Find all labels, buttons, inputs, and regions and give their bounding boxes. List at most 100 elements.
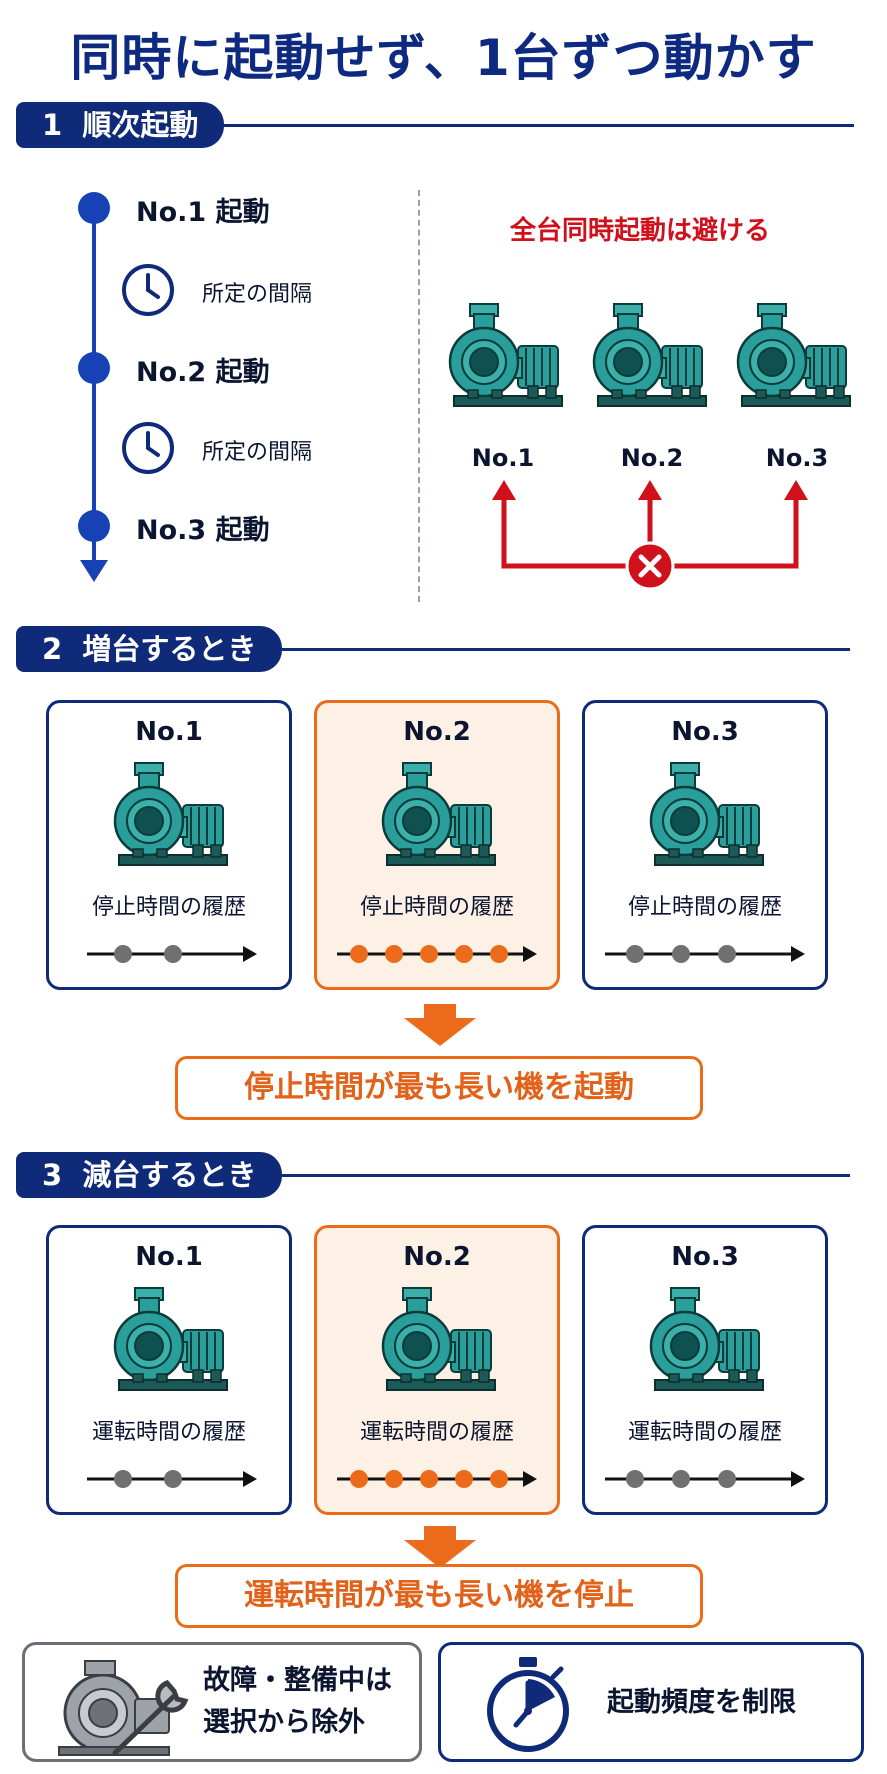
- pump-label-3: No.3: [765, 444, 829, 472]
- stop-history-card-3: No.3 停止時間の履歴: [582, 700, 828, 990]
- section1-rule: [224, 123, 855, 127]
- step-label-3: No.3 起動: [136, 515, 270, 546]
- pump-icon: [592, 300, 712, 410]
- step-label-2: No.2 起動: [136, 357, 270, 388]
- pump-icon: [448, 300, 568, 410]
- history-timeline: [605, 945, 805, 963]
- stop-history-card-2: No.2 停止時間の履歴: [314, 700, 560, 990]
- clock-icon: [120, 262, 176, 318]
- history-point: [385, 945, 403, 963]
- history-timeline: [87, 945, 257, 963]
- section1-number: 1: [42, 108, 63, 142]
- interval-label-2: 所定の間隔: [202, 440, 313, 465]
- x-circle-icon: [625, 541, 675, 591]
- card-title: No.1: [135, 1242, 203, 1272]
- pump-icon: [736, 300, 856, 410]
- down-arrow: [404, 1004, 476, 1046]
- section3-tab: 3 減台するとき: [16, 1152, 283, 1198]
- card-label: 停止時間の履歴: [91, 895, 246, 920]
- pump-icon: [381, 1284, 501, 1394]
- clock-icon: [120, 420, 176, 476]
- frequency-limit-text: 起動頻度を制限: [607, 1687, 796, 1718]
- stop-history-card-1: No.1 停止時間の履歴: [46, 700, 292, 990]
- interval-label-1: 所定の間隔: [202, 282, 313, 307]
- pump-label-2: No.2: [620, 444, 684, 472]
- maintenance-exclusion-box: 故障・整備中は 選択から除外: [22, 1642, 422, 1762]
- card-title: No.3: [671, 717, 739, 747]
- history-point: [455, 945, 473, 963]
- pump-label-1: No.1: [471, 444, 535, 472]
- pump-icon: [113, 1284, 233, 1394]
- timeline-dot-1: [78, 192, 110, 224]
- section3-heading: 減台するとき: [82, 1158, 257, 1192]
- history-arrowhead: [791, 946, 805, 962]
- section2-number: 2: [42, 632, 63, 666]
- section3-header: 3 減台するとき: [16, 1152, 851, 1198]
- step-label-1: No.1 起動: [136, 197, 270, 228]
- section1-tab: 1 順次起動: [16, 102, 225, 148]
- section3-rule: [282, 1173, 851, 1177]
- section2-rule: [282, 647, 851, 651]
- timeline-arrowhead: [80, 560, 108, 582]
- history-timeline: [605, 1470, 805, 1488]
- section1-header: 1 順次起動: [16, 102, 855, 148]
- history-point: [164, 1470, 182, 1488]
- card-title: No.2: [403, 1242, 471, 1272]
- run-history-card-2: No.2 運転時間の履歴: [314, 1225, 560, 1515]
- section1-divider: [418, 190, 420, 602]
- page-title: 同時に起動せず、1台ずつ動かす: [70, 29, 817, 87]
- card-title: No.2: [403, 717, 471, 747]
- history-point: [420, 945, 438, 963]
- history-arrowhead: [523, 946, 537, 962]
- section2-heading: 増台するとき: [82, 632, 257, 666]
- history-point: [718, 945, 736, 963]
- timeline-dot-2: [78, 352, 110, 384]
- history-point: [350, 945, 368, 963]
- section2-tab: 2 増台するとき: [16, 626, 283, 672]
- history-arrowhead: [523, 1471, 537, 1487]
- history-timeline: [87, 1470, 257, 1488]
- section3-number: 3: [42, 1158, 63, 1192]
- pump-icon: [113, 759, 233, 869]
- run-history-card-1: No.1 運転時間の履歴: [46, 1225, 292, 1515]
- history-point: [455, 1470, 473, 1488]
- history-point: [718, 1470, 736, 1488]
- start-frequency-limit-box: 起動頻度を制限: [438, 1642, 864, 1762]
- result-start: 停止時間が最も長い機を起動: [175, 1056, 703, 1120]
- history-point: [164, 945, 182, 963]
- history-timeline: [337, 1470, 537, 1488]
- history-point: [420, 1470, 438, 1488]
- history-point: [626, 945, 644, 963]
- history-point: [350, 1470, 368, 1488]
- section2-header: 2 増台するとき: [16, 626, 851, 672]
- card-label: 停止時間の履歴: [627, 895, 782, 920]
- section1-heading: 順次起動: [82, 108, 199, 142]
- history-arrowhead: [791, 1471, 805, 1487]
- history-point: [672, 945, 690, 963]
- history-point: [490, 945, 508, 963]
- history-point: [385, 1470, 403, 1488]
- stopwatch-icon: [487, 1657, 569, 1752]
- history-point: [490, 1470, 508, 1488]
- history-arrowhead: [243, 946, 257, 962]
- run-history-card-3: No.3 運転時間の履歴: [582, 1225, 828, 1515]
- card-label: 停止時間の履歴: [359, 895, 514, 920]
- card-label: 運転時間の履歴: [359, 1420, 514, 1445]
- card-title: No.3: [671, 1242, 739, 1272]
- history-point: [672, 1470, 690, 1488]
- pump-icon: [381, 759, 501, 869]
- pump-icon: [649, 1284, 769, 1394]
- maintenance-text-line1: 故障・整備中は: [203, 1665, 392, 1696]
- down-arrow: [404, 1526, 476, 1568]
- history-point: [626, 1470, 644, 1488]
- history-timeline: [337, 945, 537, 963]
- result-stop: 運転時間が最も長い機を停止: [175, 1564, 703, 1628]
- card-label: 運転時間の履歴: [91, 1420, 246, 1445]
- timeline-dot-3: [78, 510, 110, 542]
- maintenance-text-line2: 選択から除外: [203, 1707, 365, 1738]
- warning-text: 全台同時起動は避ける: [509, 216, 770, 246]
- history-point: [114, 1470, 132, 1488]
- history-arrowhead: [243, 1471, 257, 1487]
- card-label: 運転時間の履歴: [627, 1420, 782, 1445]
- history-point: [114, 945, 132, 963]
